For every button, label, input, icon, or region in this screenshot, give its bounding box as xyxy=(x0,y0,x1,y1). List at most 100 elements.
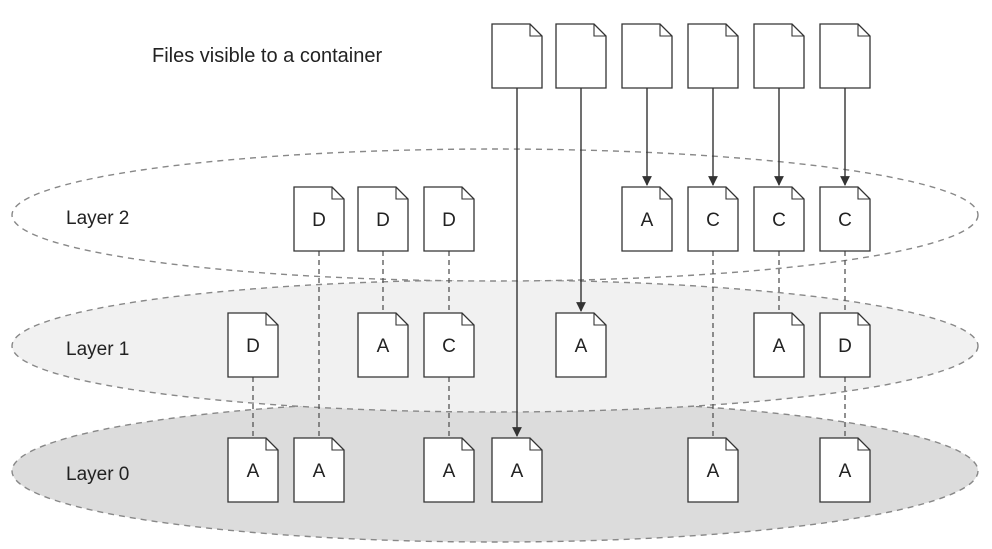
file-fold xyxy=(331,438,344,451)
file-fold xyxy=(725,438,738,451)
layer-2-file: D xyxy=(357,186,409,252)
connectors xyxy=(252,88,850,438)
layer-0-file: A xyxy=(423,437,475,503)
file-letter: C xyxy=(838,210,852,231)
layer-2-label: Layer 2 xyxy=(66,208,129,229)
file-icon xyxy=(423,312,475,378)
file-fold xyxy=(857,438,870,451)
layer-1-file: A xyxy=(357,312,409,378)
layer-2-file: D xyxy=(293,186,345,252)
layer-1-file: D xyxy=(819,312,871,378)
file-letter: A xyxy=(641,210,654,231)
container-visible-file xyxy=(819,23,871,89)
file-icon xyxy=(227,312,279,378)
diagram-title: Files visible to a container xyxy=(152,45,382,67)
file-icon xyxy=(293,437,345,503)
file-fold xyxy=(857,187,870,200)
layer-2-file: D xyxy=(423,186,475,252)
container-visible-file xyxy=(491,23,543,89)
file-icon xyxy=(819,23,871,89)
file-fold xyxy=(529,24,542,37)
layer-0-file: A xyxy=(819,437,871,503)
file-letter: D xyxy=(246,336,260,357)
file-fold xyxy=(529,438,542,451)
file-letter: A xyxy=(377,336,390,357)
layer-1-label: Layer 1 xyxy=(66,339,129,360)
file-letter: A xyxy=(839,461,852,482)
file-letter: A xyxy=(247,461,260,482)
layer-1-file: A xyxy=(555,312,607,378)
file-fold xyxy=(857,313,870,326)
file-icon xyxy=(423,437,475,503)
file-fold xyxy=(725,24,738,37)
file-fold xyxy=(461,187,474,200)
container-visible-file xyxy=(555,23,607,89)
file-letter: A xyxy=(511,461,524,482)
file-letter: D xyxy=(838,336,852,357)
file-fold xyxy=(659,187,672,200)
layer-2-file: C xyxy=(687,186,739,252)
file-fold xyxy=(593,24,606,37)
file-letter: C xyxy=(706,210,720,231)
file-letter: A xyxy=(707,461,720,482)
file-icon xyxy=(687,437,739,503)
file-icon xyxy=(819,437,871,503)
layer-2-file: C xyxy=(753,186,805,252)
file-icon xyxy=(491,437,543,503)
file-fold xyxy=(659,24,672,37)
layer-1-file: D xyxy=(227,312,279,378)
file-letter: A xyxy=(313,461,326,482)
file-icon xyxy=(357,312,409,378)
file-letter: D xyxy=(376,210,390,231)
file-icon xyxy=(293,186,345,252)
container-visible-file xyxy=(687,23,739,89)
file-fold xyxy=(265,438,278,451)
file-icon xyxy=(621,186,673,252)
file-fold xyxy=(395,187,408,200)
layer-2-file: A xyxy=(621,186,673,252)
layer-1-file: C xyxy=(423,312,475,378)
file-letter: D xyxy=(442,210,456,231)
layer-0-file: A xyxy=(491,437,543,503)
file-letter: A xyxy=(443,461,456,482)
files: D A D A D A D C A A A A C A C A C D A xyxy=(227,23,871,503)
file-icon xyxy=(819,312,871,378)
file-icon xyxy=(491,23,543,89)
file-fold xyxy=(461,438,474,451)
file-fold xyxy=(857,24,870,37)
container-visible-file xyxy=(753,23,805,89)
file-icon xyxy=(621,23,673,89)
file-letter: A xyxy=(575,336,588,357)
file-fold xyxy=(331,187,344,200)
file-letter: D xyxy=(312,210,326,231)
file-icon xyxy=(753,23,805,89)
file-fold xyxy=(725,187,738,200)
layer-0-label: Layer 0 xyxy=(66,464,129,485)
file-fold xyxy=(791,313,804,326)
file-icon xyxy=(423,186,475,252)
file-fold xyxy=(593,313,606,326)
file-letter: C xyxy=(772,210,786,231)
layer-0-file: A xyxy=(687,437,739,503)
layer-1-file: A xyxy=(753,312,805,378)
file-icon xyxy=(555,312,607,378)
file-icon xyxy=(819,186,871,252)
file-icon xyxy=(555,23,607,89)
file-icon xyxy=(687,23,739,89)
file-letter: A xyxy=(773,336,786,357)
file-icon xyxy=(227,437,279,503)
file-fold xyxy=(791,24,804,37)
layer-2-file: C xyxy=(819,186,871,252)
file-icon xyxy=(753,312,805,378)
container-visible-file xyxy=(621,23,673,89)
file-fold xyxy=(265,313,278,326)
file-fold xyxy=(461,313,474,326)
file-letter: C xyxy=(442,336,456,357)
file-icon xyxy=(753,186,805,252)
file-icon xyxy=(357,186,409,252)
file-fold xyxy=(791,187,804,200)
file-fold xyxy=(395,313,408,326)
file-icon xyxy=(687,186,739,252)
layer-0-file: A xyxy=(293,437,345,503)
